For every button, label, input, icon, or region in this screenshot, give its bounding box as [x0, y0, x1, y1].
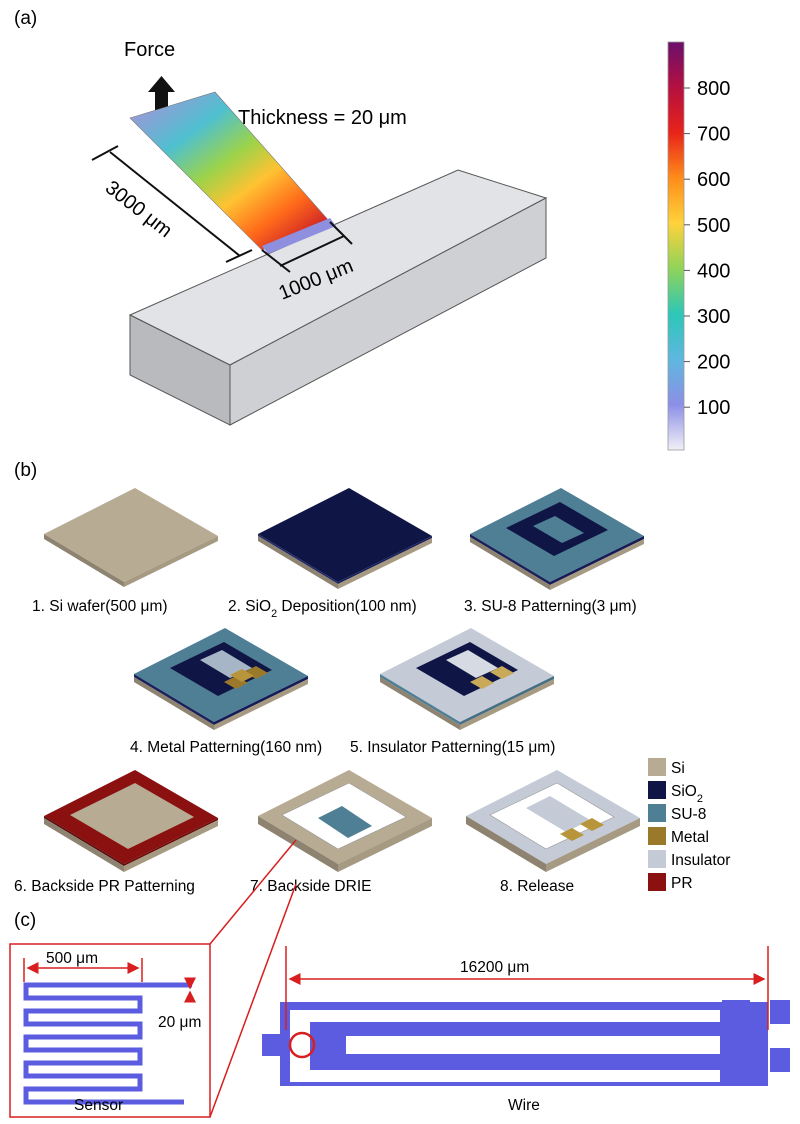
sensor-gap-label: 20 μm [158, 1014, 201, 1031]
step-2-oxide [258, 488, 432, 589]
wire-trace [770, 1048, 790, 1072]
step-8-caption: 8. Release [500, 878, 574, 895]
legend-swatch [648, 827, 666, 845]
legend-label: SU-8 [671, 806, 706, 823]
sensor-serpentine [23, 982, 192, 1105]
colorbar-tick-label: 600 [697, 169, 730, 191]
cantilever-base [262, 218, 336, 254]
colorbar-tick-label: 300 [697, 306, 730, 328]
colorbar-tick-label: 400 [697, 260, 730, 282]
step-5-caption: 5. Insulator Patterning(15 μm) [350, 739, 555, 756]
step-4-caption: 4. Metal Patterning(160 nm) [130, 739, 322, 756]
step-4-metal [134, 628, 308, 730]
step-3-su8 [470, 488, 644, 590]
colorbar-tick-label: 100 [697, 397, 730, 419]
legend-swatch [648, 781, 666, 799]
legend-swatch [648, 758, 666, 776]
panel-a-label: (a) [14, 8, 37, 29]
zoom-lines [209, 839, 297, 1118]
wire-trace [770, 1000, 790, 1024]
legend-swatch [648, 850, 666, 868]
wire-trace [290, 1022, 310, 1070]
sensor-dimension-marks [23, 958, 196, 1003]
colorbar [667, 41, 685, 451]
sensor-highlight-circle [288, 1031, 316, 1059]
step-1-caption: 1. Si wafer(500 μm) [32, 598, 168, 615]
colorbar-tick-label: 500 [697, 215, 730, 237]
legend-label: Insulator [671, 852, 730, 869]
wire-caption: Wire [508, 1097, 540, 1114]
step-7-drie [258, 770, 432, 872]
step-6-caption: 6. Backside PR Patterning [14, 878, 195, 895]
legend-label: Metal [671, 829, 709, 846]
step-8-release [466, 770, 640, 872]
wire-trace [290, 1010, 720, 1022]
step-2-caption: 2. SiO2 Deposition(100 nm) [228, 598, 417, 620]
sensor-width-label: 500 μm [46, 950, 98, 967]
step-3-caption: 3. SU-8 Patterning(3 μm) [464, 598, 637, 615]
step-5-insulator [380, 628, 554, 730]
colorbar-ticks: 800 700 600 500 400 300 200 100 [684, 78, 730, 419]
panel-b-label: (b) [14, 460, 37, 481]
legend-label: Si [671, 760, 685, 777]
legend-label: PR [671, 875, 693, 892]
wire-trace [322, 1036, 720, 1054]
step-7-caption: 7. Backside DRIE [250, 878, 371, 895]
step-1-wafer [44, 488, 218, 587]
wire-dimension-marks [285, 946, 769, 1030]
wire-trace [262, 1034, 282, 1056]
force-label: Force [124, 39, 175, 61]
colorbar-tick-label: 800 [697, 78, 730, 100]
panel-c-label: (c) [14, 910, 36, 931]
colorbar-tick-label: 700 [697, 124, 730, 146]
wire-trace [722, 1000, 750, 1024]
wire-layout [262, 1000, 790, 1086]
dimension-lines [91, 145, 353, 273]
sensor-caption: Sensor [74, 1097, 123, 1114]
length-label: 3000 μm [101, 177, 176, 243]
step-6-pr [44, 770, 218, 872]
wire-trace [316, 1036, 346, 1054]
wire-trace [290, 1070, 720, 1082]
legend-swatch [648, 873, 666, 891]
wire-length-label: 16200 μm [460, 959, 529, 976]
colorbar-tick-label: 200 [697, 352, 730, 374]
force-arrow-icon [148, 76, 175, 110]
wire-trace [722, 1048, 750, 1072]
legend-swatch [648, 804, 666, 822]
thickness-label: Thickness = 20 μm [238, 107, 407, 129]
base-block [128, 169, 548, 426]
legend-label: SiO2 [671, 783, 703, 805]
